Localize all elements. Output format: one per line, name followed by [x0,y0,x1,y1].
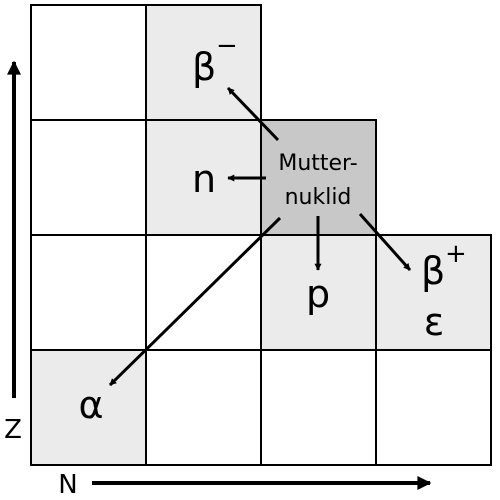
grid-cell-empty [260,349,377,466]
epsilon-label: ε [424,300,445,344]
z-axis-label: Z [4,415,22,445]
proton-label: p [306,272,330,316]
beta-minus-sup: − [216,31,238,61]
grid-cell-empty [30,4,147,121]
grid-cell-empty [145,349,262,466]
beta-plus-label: β [421,249,445,293]
grid-cell-empty [375,349,492,466]
alpha-label: α [78,383,103,427]
parent-label-line2: nuklid [285,185,352,210]
beta-minus-label: β [192,45,216,89]
n-axis-label: N [58,470,77,500]
grid-cell-empty [30,234,147,351]
neutron-label: n [192,157,216,201]
grid-cell-parent [260,119,377,236]
beta-plus-arrow [358,213,412,271]
parent-label-line1: Mutter- [278,151,357,176]
beta-minus-arrow [226,86,280,142]
grid-cell-empty [30,119,147,236]
alpha-arrow [108,216,282,387]
beta-plus-sup: + [445,239,467,269]
